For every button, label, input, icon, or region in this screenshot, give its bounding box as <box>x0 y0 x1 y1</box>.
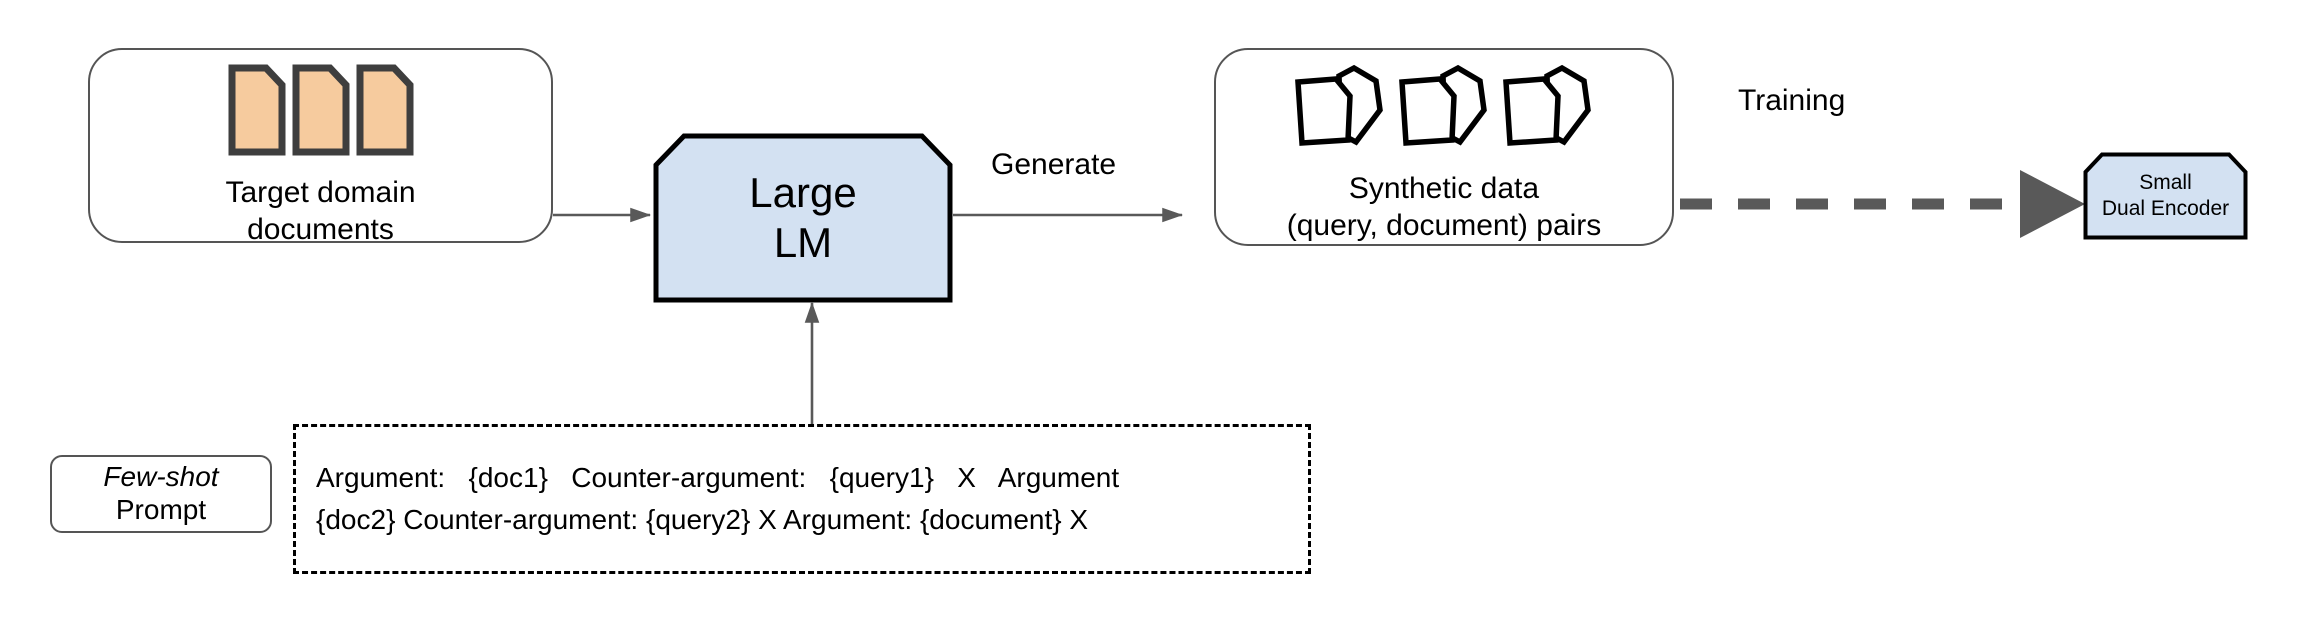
edge-label-training: Training <box>1738 84 1846 117</box>
large-lm-label: Large LM <box>749 169 857 266</box>
document-pair-icon <box>1399 64 1487 146</box>
target-domain-documents-caption: Target domain documents <box>225 176 416 246</box>
few-shot-pill-line2: Prompt <box>115 494 207 525</box>
small-dual-encoder-node[interactable]: Small Dual Encoder <box>2083 152 2248 240</box>
large-lm-shape <box>653 133 953 303</box>
document-pair-icon <box>1503 64 1591 146</box>
document-pair-icon <box>1295 64 1383 146</box>
few-shot-prompt-text-box: Argument: {doc1} Counter-argument: {quer… <box>293 424 1311 574</box>
document-icon <box>228 64 285 156</box>
large-lm-node[interactable]: Large LM <box>653 133 953 303</box>
document-icon <box>356 64 413 156</box>
small-dual-encoder-label: Small Dual Encoder <box>2101 171 2230 220</box>
synthetic-data-caption: Synthetic data (query, document) pairs <box>1286 172 1602 242</box>
synthetic-data-content: Synthetic data (query, document) pairs <box>1214 64 1674 244</box>
edge-synthetic-to-encoder <box>1680 170 2085 238</box>
edge-label-generate: Generate <box>991 148 1117 181</box>
few-shot-prompt-pill: Few-shot Prompt <box>50 455 272 533</box>
prompt-line-2: {doc2} Counter-argument: {query2} X Argu… <box>316 504 1089 535</box>
small-dual-encoder-shape <box>2083 152 2248 240</box>
target-domain-documents-content: Target domain documents <box>88 64 553 248</box>
document-icon <box>292 64 349 156</box>
prompt-line-1: Argument: {doc1} Counter-argument: {quer… <box>316 462 1120 493</box>
document-stack-icon <box>228 64 414 156</box>
few-shot-pill-line1: Few-shot <box>103 461 219 492</box>
document-pair-icon-row <box>1292 64 1596 146</box>
